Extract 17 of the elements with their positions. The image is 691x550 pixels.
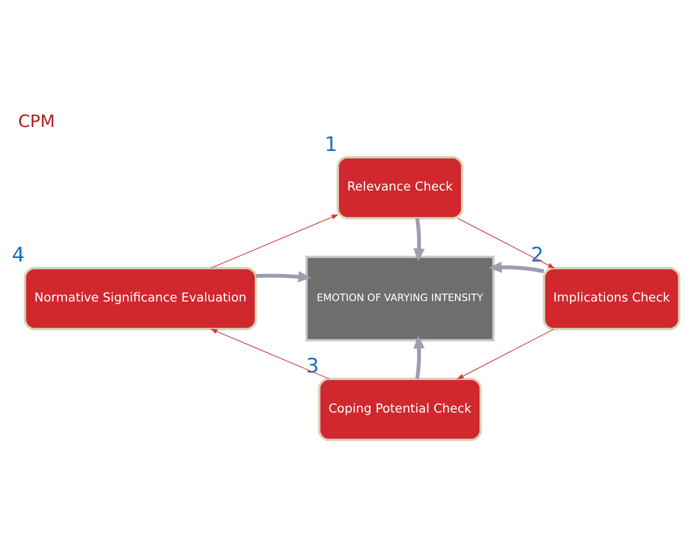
diagram-title: CPM — [18, 112, 55, 132]
node-box: Coping Potential Check — [318, 378, 482, 442]
node-box: Implications Check — [542, 266, 680, 330]
arrow — [456, 328, 554, 380]
arrow — [210, 214, 339, 268]
arrow — [210, 328, 330, 380]
node-box: EMOTION OF VARYING INTENSITY — [305, 256, 495, 342]
arrow — [488, 262, 544, 274]
node-box: Relevance Check — [336, 156, 464, 220]
arrow — [413, 336, 425, 379]
arrow — [457, 218, 555, 268]
arrow — [256, 271, 312, 282]
arrow — [413, 218, 425, 262]
node-label: 4 — [12, 242, 25, 267]
node-label: 3 — [306, 354, 319, 378]
node-label: 1 — [324, 132, 338, 156]
node-box: Normative Significance Evaluation — [24, 266, 258, 330]
